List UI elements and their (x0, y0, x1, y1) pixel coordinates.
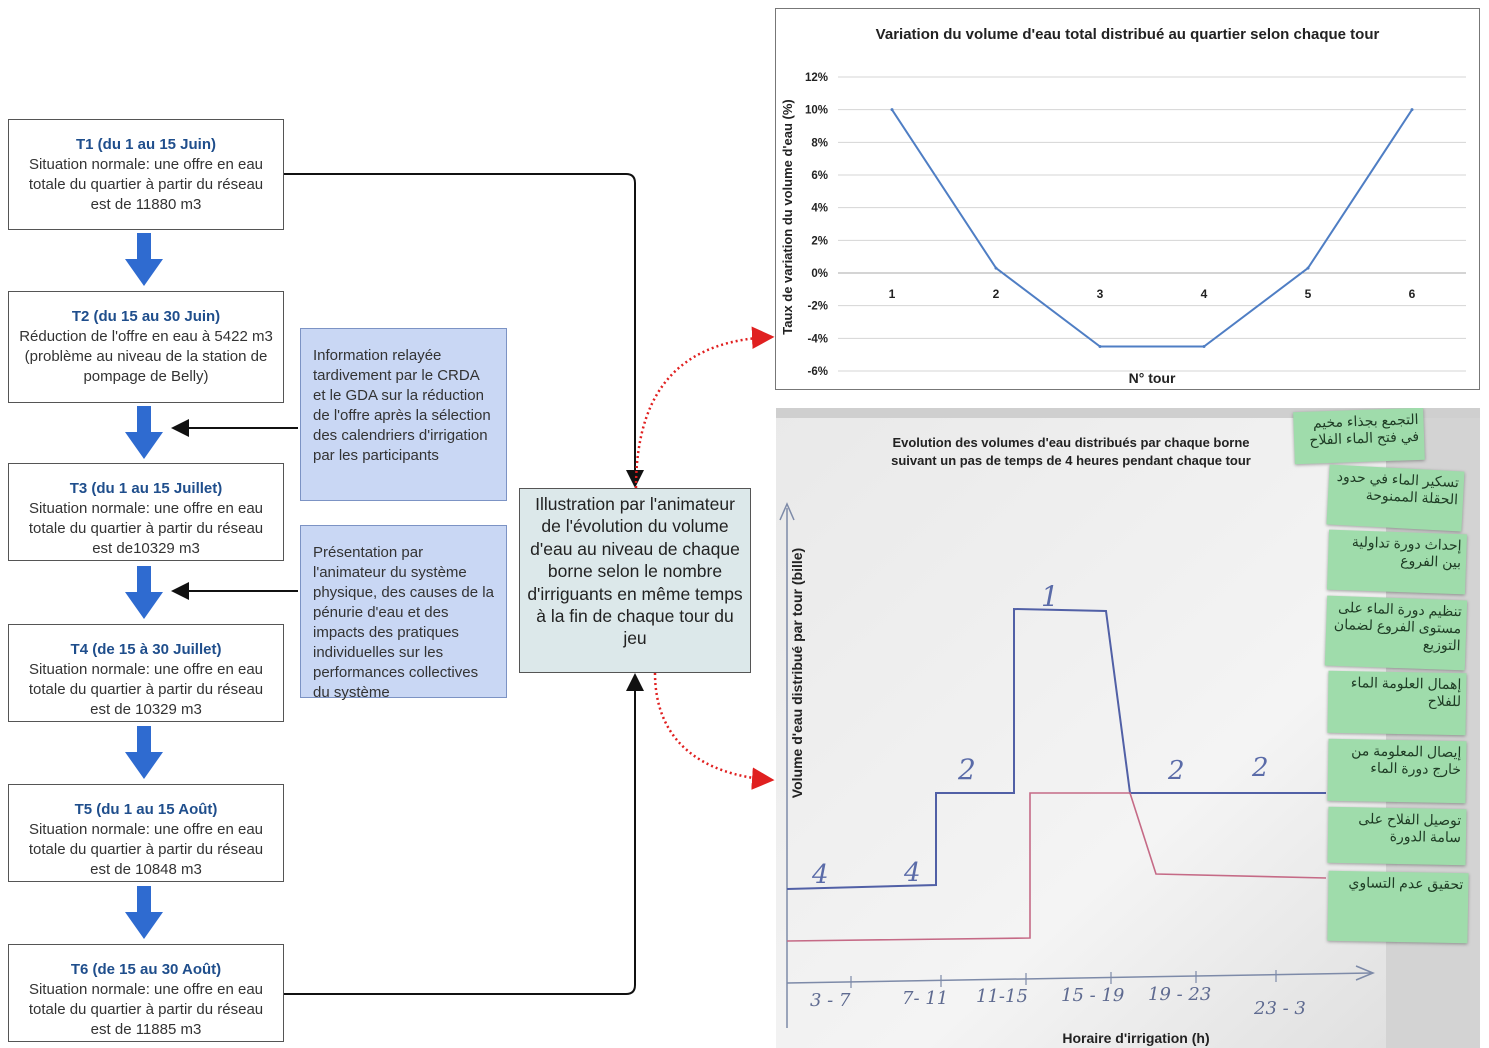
photo-title-line1: Evolution des volumes d'eau distribués p… (892, 435, 1250, 450)
step-box-t5: T5 (du 1 au 15 Août) Situation normale: … (8, 784, 284, 882)
y-tick-label: -6% (808, 366, 828, 378)
y-tick-label: 12% (805, 72, 828, 84)
y-tick-label: -2% (808, 301, 828, 313)
connector-t1-center (284, 173, 644, 488)
photo-x-ticks (850, 970, 1277, 988)
time-label: 3 - 7 (810, 990, 851, 1011)
sticky-note: توصيل الفلاح على سامة الدورة (1327, 806, 1467, 866)
y-tick-label: 0% (811, 268, 828, 280)
sticky-note: إيصال المعلومة من خارج دورة الماء (1327, 738, 1467, 804)
step-box-t1: T1 (du 1 au 15 Juin) Situation normale: … (8, 119, 284, 230)
time-label: 15 - 19 (1061, 985, 1125, 1006)
blue-step-line (786, 607, 1326, 890)
down-arrow-icon (125, 726, 163, 779)
step-title: T6 (de 15 au 30 Août) (70, 961, 222, 978)
sticky-note: إهمال العلومة الماء للفلاح (1327, 670, 1467, 736)
level-label: 2 (958, 753, 976, 786)
sticky-note: تسكير الماء في حدود الحقلة الممنوحة (1326, 464, 1465, 532)
step-title: T4 (de 15 à 30 Juillet) (70, 641, 222, 658)
step-title: T3 (du 1 au 15 Juillet) (69, 480, 223, 497)
center-illustration-box: Illustration par l'animateur de l'évolut… (519, 488, 751, 673)
down-arrows (125, 233, 163, 939)
info-box-crda: Information relayée tardivement par le C… (300, 328, 507, 501)
x-tick-label: 1 (889, 287, 896, 301)
flipchart-photo: Evolution des volumes d'eau distribués p… (776, 408, 1480, 1048)
y-tick-label: 2% (811, 235, 828, 247)
data-point (1306, 266, 1310, 270)
down-arrow-icon (125, 566, 163, 619)
photo-title: Evolution des volumes d'eau distribués p… (836, 434, 1306, 470)
series-line (891, 109, 1413, 348)
sticky-note: التجمع بجذاء مخيم في فتح الماء الفلاح (1293, 408, 1425, 465)
step-text: Réduction de l'offre en eau à 5422 m3 (p… (19, 328, 273, 385)
time-label: 23 - 3 (1254, 998, 1306, 1019)
step-title: T2 (du 15 au 30 Juin) (71, 308, 221, 325)
y-tick-label: 6% (811, 170, 828, 182)
photo-x-axis-arrow-icon (1355, 965, 1375, 981)
step-box-t6: T6 (de 15 au 30 Août) Situation normale:… (8, 944, 284, 1042)
data-point (1202, 345, 1206, 348)
y-tick-label: 8% (811, 137, 828, 149)
time-label: 11-15 (976, 986, 1028, 1007)
chart-plot: 12% 10% 8% 6% 4% 2% 0% -2% -4% -6% 1 2 3 4 5 6 N° tour Ta… (780, 72, 1466, 386)
sticky-note: تنظيم دورة الماء على مستوى الفروع لضمان … (1324, 595, 1468, 671)
y-tick-label: 10% (805, 105, 828, 117)
x-axis-label: N° tour (1129, 370, 1176, 386)
step-title: T5 (du 1 au 15 Août) (74, 801, 218, 818)
chart-title: Variation du volume d'eau total distribu… (875, 26, 1380, 43)
variation-chart: Variation du volume d'eau total distribu… (775, 8, 1480, 390)
step-text: Situation normale: une offre en eau tota… (28, 821, 264, 878)
step-box-t2: T2 (du 15 au 30 Juin) Réduction de l'off… (8, 291, 284, 403)
photo-ylabel: Volume d'eau distribué par tour (bille) (789, 547, 805, 799)
level-label: 2 (1168, 756, 1185, 786)
red-dotted-arrow-chart (634, 326, 775, 489)
step-text: Situation normale: une offre en eau tota… (28, 500, 264, 557)
time-label: 19 - 23 (1148, 984, 1212, 1005)
data-point (1098, 345, 1102, 348)
photo-title-line2: suivant un pas de temps de 4 heures pend… (891, 453, 1251, 468)
red-step-line (786, 792, 1327, 942)
sticky-note: إحداث دورة تداولية بين الفروع (1326, 529, 1468, 595)
step-text: Situation normale: une offre en eau tota… (28, 981, 264, 1038)
time-label: 7- 11 (902, 988, 949, 1009)
step-text: Situation normale: une offre en eau tota… (28, 156, 264, 213)
photo-x-axis (786, 972, 1372, 984)
step-text: Situation normale: une offre en eau tota… (28, 661, 264, 718)
level-label: 2 (1252, 753, 1269, 783)
down-arrow-icon (125, 406, 163, 459)
down-arrow-icon (125, 886, 163, 939)
sticky-note: تحقيق عدم التساوي (1327, 870, 1469, 944)
red-dotted-arrow-photo (653, 672, 775, 790)
x-tick-label: 4 (1201, 287, 1208, 301)
x-tick-label: 5 (1305, 287, 1312, 301)
data-point (1410, 108, 1414, 112)
y-tick-label: -4% (808, 333, 828, 345)
connector-t6-center (277, 673, 644, 995)
level-label: 4 (904, 858, 921, 888)
step-box-t4: T4 (de 15 à 30 Juillet) Situation normal… (8, 624, 284, 722)
x-tick-label: 2 (993, 287, 1000, 301)
x-tick-label: 6 (1409, 287, 1416, 301)
info-box-animateur: Présentation par l'animateur du système … (300, 525, 507, 701)
photo-xlabel: Horaire d'irrigation (h) (1062, 1030, 1210, 1046)
x-tick-label: 3 (1097, 287, 1104, 301)
photo-y-axis-arrow-icon (779, 502, 795, 521)
data-point (890, 108, 894, 112)
y-axis-label: Taux de variation du volume d'eau (%) (780, 99, 795, 334)
data-point (994, 266, 998, 270)
level-label: 4 (812, 860, 829, 890)
step-box-t3: T3 (du 1 au 15 Juillet) Situation normal… (8, 463, 284, 561)
step-title: T1 (du 1 au 15 Juin) (75, 136, 217, 153)
down-arrow-icon (125, 233, 163, 286)
y-tick-label: 4% (811, 203, 828, 215)
level-label: 1 (1041, 580, 1059, 613)
